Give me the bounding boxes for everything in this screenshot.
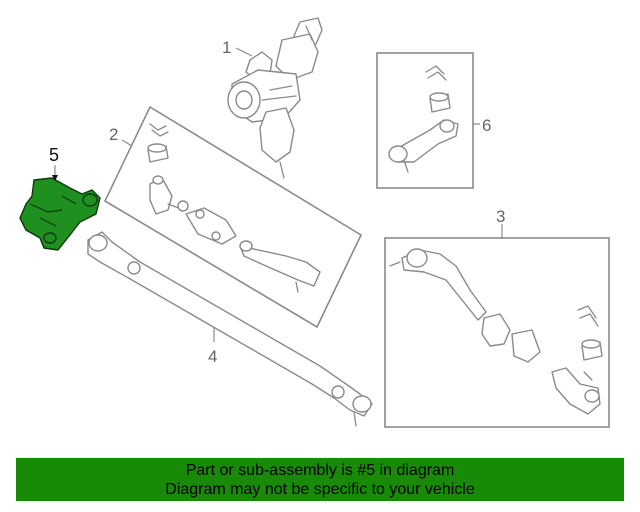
banner-line-1: Part or sub-assembly is #5 in diagram <box>185 461 455 479</box>
callout-3: 3 <box>496 207 505 226</box>
outer-tie-rod-kit-part-3[interactable] <box>389 248 603 415</box>
leader-arrow-5 <box>52 175 58 181</box>
callout-2: 2 <box>109 125 118 144</box>
box-part-2 <box>103 105 363 329</box>
part-info-banner: Part or sub-assembly is #5 in diagram Di… <box>16 458 624 501</box>
idler-arm-kit-part-6[interactable] <box>388 65 459 173</box>
pitman-arm-bracket-part-5[interactable] <box>19 177 101 251</box>
callout-4: 4 <box>208 347 217 366</box>
box-part-6 <box>376 52 474 189</box>
tie-rod-kit-part-2[interactable] <box>147 123 321 293</box>
callout-1: 1 <box>222 38 231 57</box>
callout-6: 6 <box>482 116 491 135</box>
banner-line-2: Diagram may not be specific to your vehi… <box>165 480 475 498</box>
leader-line-2 <box>121 139 133 147</box>
drag-link-part-4[interactable] <box>87 231 373 427</box>
leader-line-1 <box>235 47 253 57</box>
parts-diagram: 1 2 6 3 <box>19 17 610 428</box>
callout-5: 5 <box>49 145 59 165</box>
steering-gear-part-1[interactable] <box>227 17 323 179</box>
box-part-3 <box>384 237 610 428</box>
